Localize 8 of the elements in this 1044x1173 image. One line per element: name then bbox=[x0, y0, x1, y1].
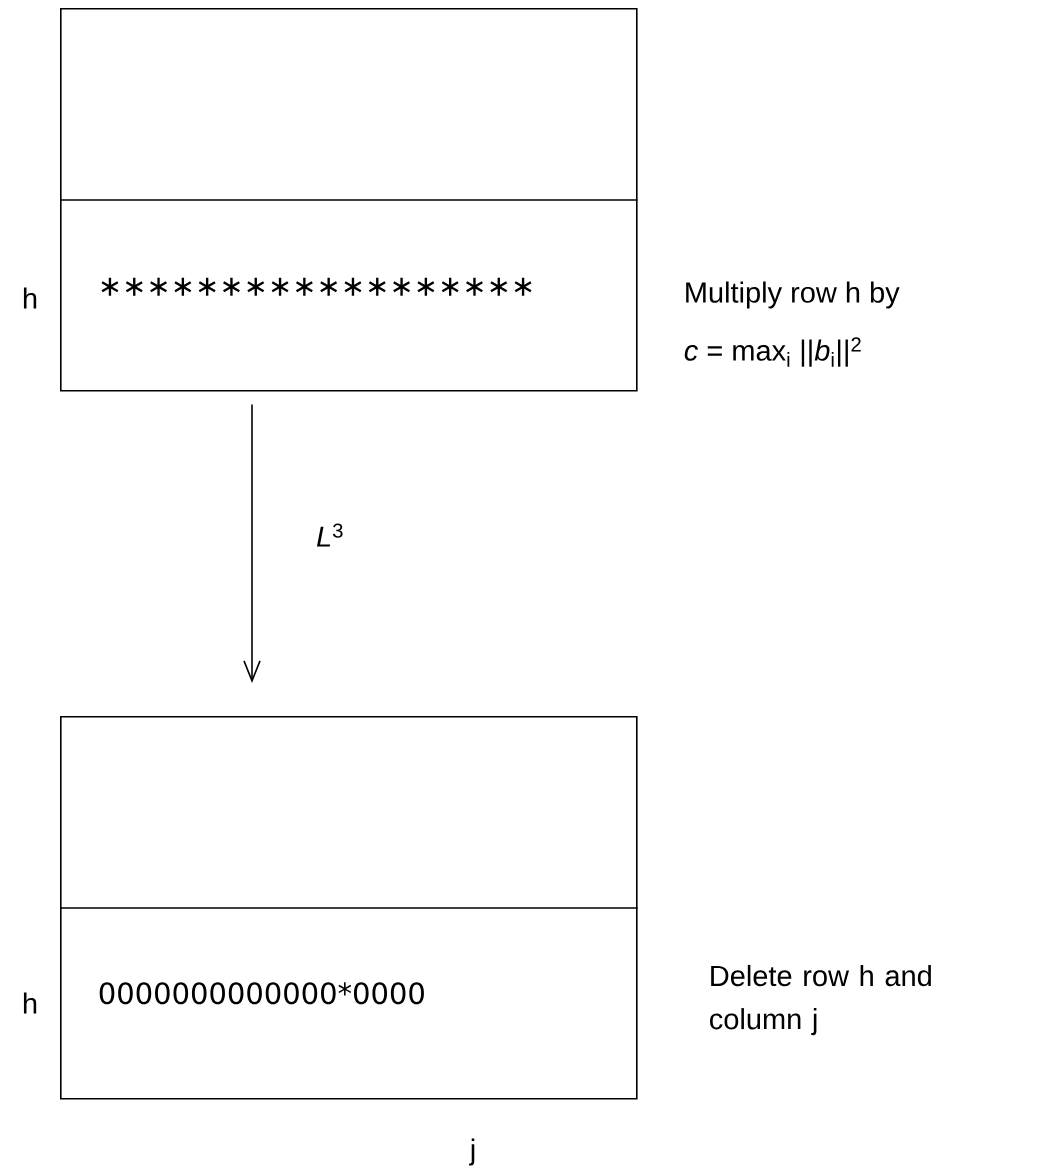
note: Delete row h and column j bbox=[710, 964, 931, 1036]
edge-label: L$^{3}$ bbox=[314, 521, 346, 549]
arrow bbox=[243, 403, 261, 683]
column-label: j bbox=[469, 1138, 475, 1166]
note: Multiply row h by bbox=[686, 281, 900, 309]
matrix-box: ∗∗∗∗∗∗∗∗∗∗∗∗∗∗∗∗∗∗ bbox=[60, 8, 638, 392]
formula: c = max$_{i}$ ||b$_{i}$||$^{2}$ bbox=[684, 337, 861, 367]
matrix-box: 0000000000000*0000 bbox=[60, 716, 638, 1100]
